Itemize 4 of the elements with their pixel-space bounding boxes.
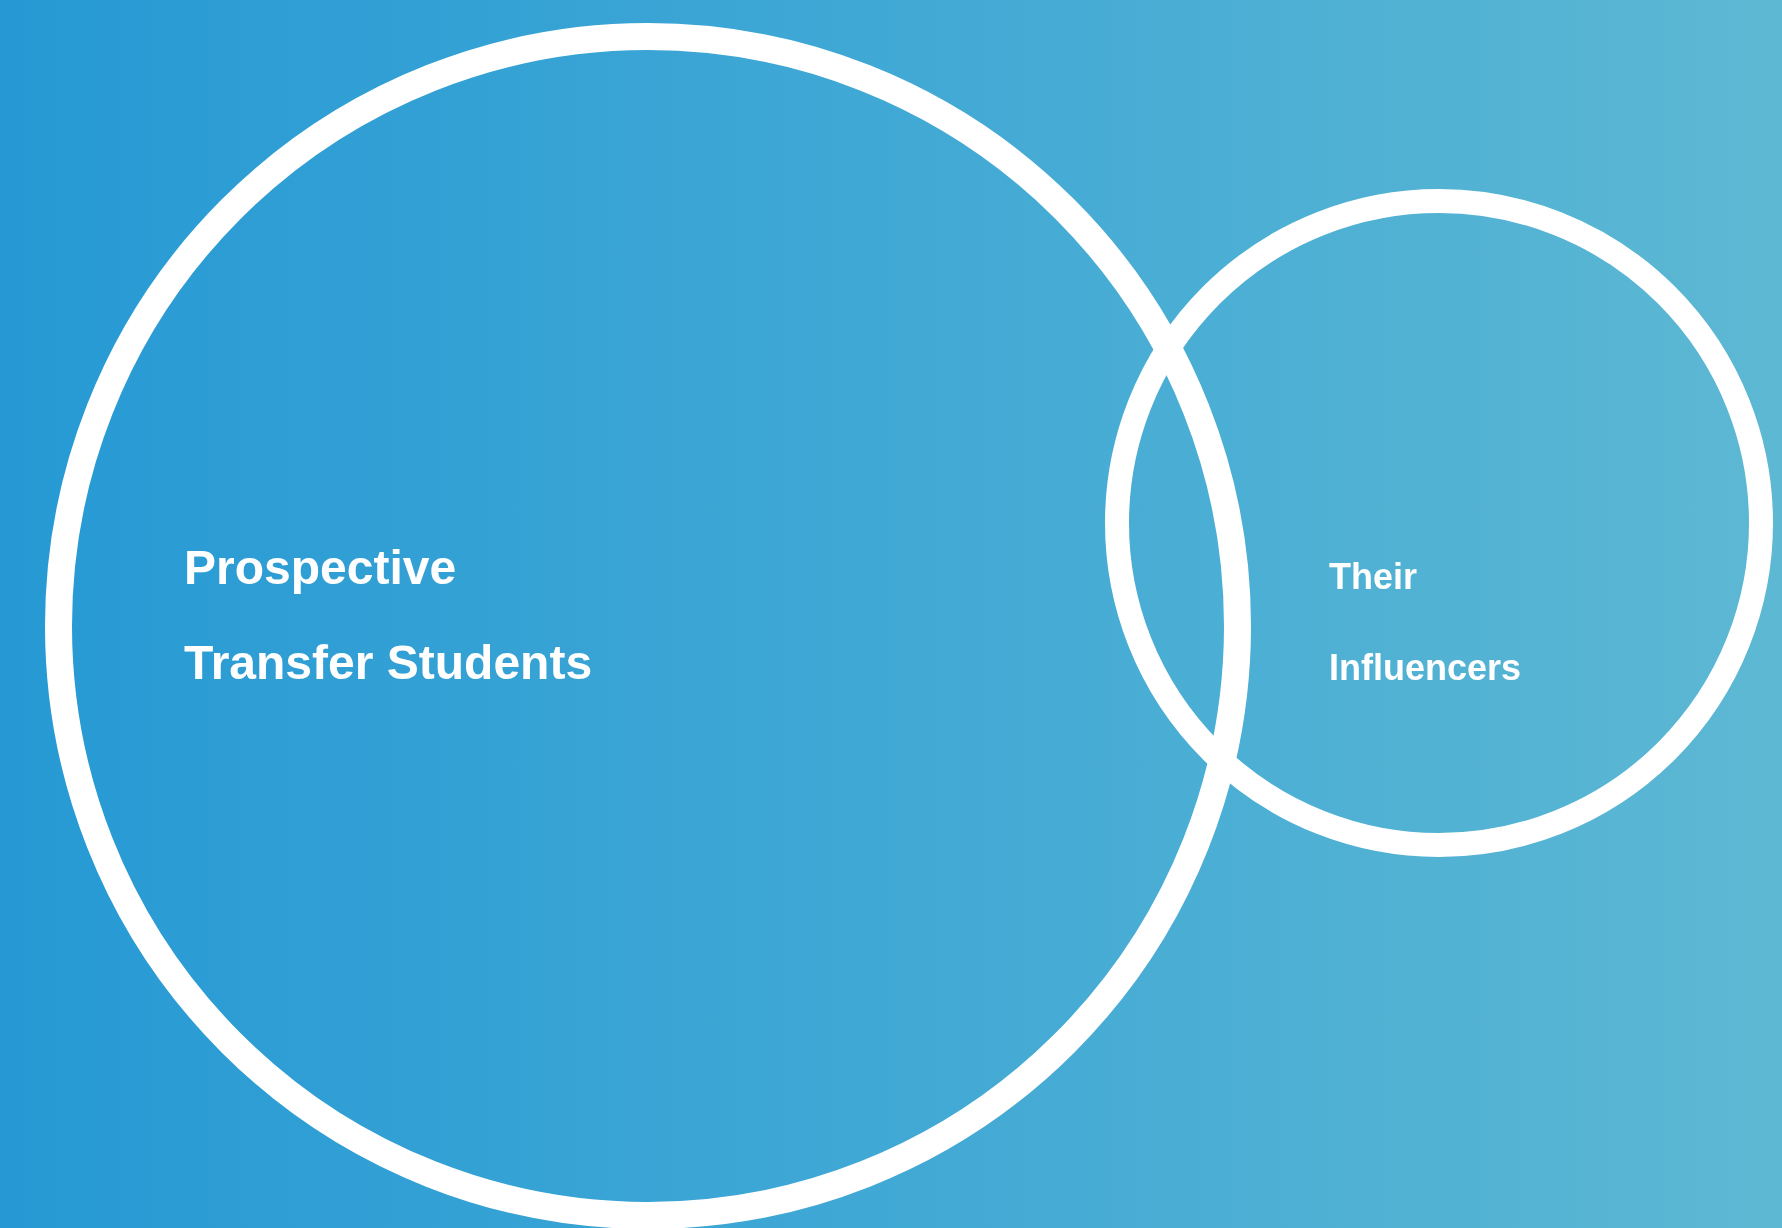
circle — [45, 23, 1251, 1228]
circle-label: Their Influencers — [1329, 555, 1523, 690]
circle-label: Prospective Transfer Students — [184, 540, 594, 691]
circle — [1105, 189, 1773, 857]
